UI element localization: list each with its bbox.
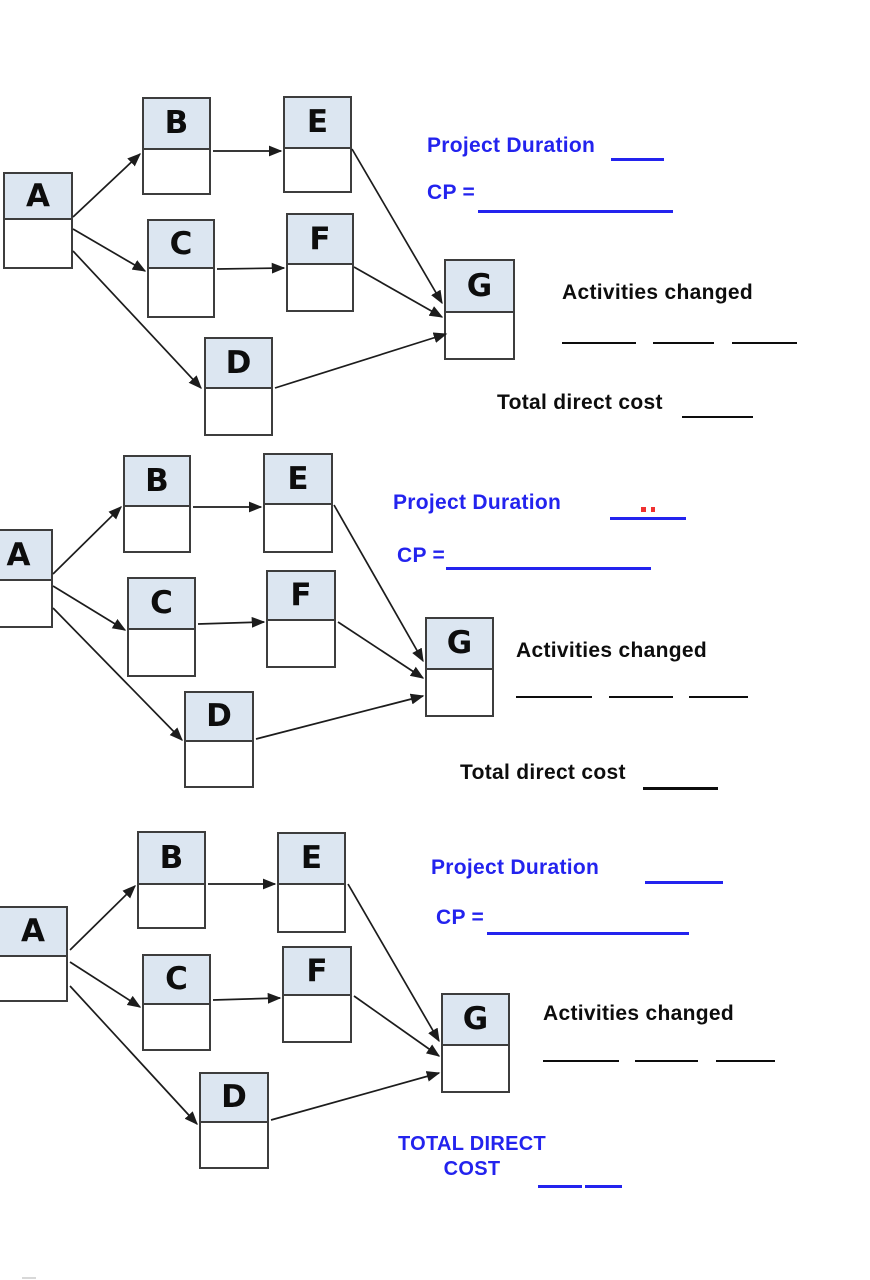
arrow-c-to-f-top-network bbox=[216, 262, 286, 274]
activities-changed-label-bottom-network: Activities changed bbox=[543, 1002, 734, 1025]
activity-node-e-middle-network: E bbox=[263, 453, 333, 553]
node-e-label-bottom-network: E bbox=[279, 834, 344, 885]
activity-node-b-bottom-network: B bbox=[137, 831, 206, 929]
node-a-label-bottom-network: A bbox=[0, 908, 66, 957]
total-direct-cost-blank-1-bottom-network bbox=[538, 1185, 582, 1188]
node-g-label-top-network: G bbox=[446, 261, 513, 313]
node-f-label-middle-network: F bbox=[268, 572, 334, 621]
node-f-label-bottom-network: F bbox=[284, 948, 350, 996]
activities-changed-label-top-network: Activities changed bbox=[562, 281, 753, 304]
activity-node-e-top-network: E bbox=[283, 96, 352, 193]
arrow-a-to-c-top-network bbox=[72, 228, 147, 272]
arrow-f-to-g-middle-network bbox=[337, 621, 425, 679]
activities-blank-2-middle-network bbox=[609, 696, 673, 698]
activity-node-f-bottom-network: F bbox=[282, 946, 352, 1043]
project-duration-label-top-network: Project Duration bbox=[427, 134, 596, 157]
activity-node-e-bottom-network: E bbox=[277, 832, 346, 933]
red-dot-1-middle-network bbox=[641, 507, 646, 512]
activities-blank-2-bottom-network bbox=[635, 1060, 698, 1062]
activity-node-a-top-network: A bbox=[3, 172, 73, 269]
project-duration-blank-middle-network bbox=[610, 517, 686, 520]
activity-node-a-bottom-network: A bbox=[0, 906, 68, 1002]
node-a-label-top-network: A bbox=[5, 174, 71, 220]
total-direct-cost-caps-line-2-bottom-network: COST bbox=[443, 1158, 501, 1180]
arrow-a-to-b-middle-network bbox=[52, 506, 122, 575]
arrow-a-to-b-top-network bbox=[72, 153, 141, 218]
cp-blank-top-network bbox=[478, 210, 673, 213]
project-duration-blank-bottom-network bbox=[645, 881, 723, 884]
arrow-e-to-g-top-network bbox=[351, 148, 443, 305]
total-direct-cost-blank-top-network bbox=[682, 416, 753, 418]
activities-blank-1-bottom-network bbox=[543, 1060, 619, 1062]
total-direct-cost-label-middle-network: Total direct cost bbox=[460, 761, 626, 784]
activity-node-g-middle-network: G bbox=[425, 617, 494, 717]
activity-node-d-middle-network: D bbox=[184, 691, 254, 788]
cp-blank-bottom-network bbox=[487, 932, 689, 935]
activity-node-f-top-network: F bbox=[286, 213, 354, 312]
node-e-label-middle-network: E bbox=[265, 455, 331, 505]
page-artifact bbox=[22, 1277, 36, 1279]
arrow-d-to-g-middle-network bbox=[255, 693, 425, 740]
activity-node-g-top-network: G bbox=[444, 259, 515, 360]
activity-node-g-bottom-network: G bbox=[441, 993, 510, 1093]
activity-node-b-middle-network: B bbox=[123, 455, 191, 553]
arrow-a-to-c-middle-network bbox=[52, 585, 127, 631]
arrow-a-to-b-bottom-network bbox=[69, 885, 136, 951]
project-duration-blank-top-network bbox=[611, 158, 664, 161]
activities-blank-2-top-network bbox=[653, 342, 714, 344]
activity-node-c-top-network: C bbox=[147, 219, 215, 318]
node-d-label-bottom-network: D bbox=[201, 1074, 267, 1123]
node-c-label-middle-network: C bbox=[129, 579, 194, 630]
arrow-e-to-g-bottom-network bbox=[347, 883, 440, 1043]
node-a-label-middle-network: A bbox=[0, 531, 51, 581]
node-d-label-top-network: D bbox=[206, 339, 271, 389]
cp-label-middle-network: CP = bbox=[397, 544, 446, 567]
arrow-d-to-g-top-network bbox=[274, 332, 448, 389]
node-c-label-top-network: C bbox=[149, 221, 213, 269]
activities-blank-3-bottom-network bbox=[716, 1060, 775, 1062]
node-g-label-bottom-network: G bbox=[443, 995, 508, 1046]
node-b-label-middle-network: B bbox=[125, 457, 189, 507]
activity-node-c-middle-network: C bbox=[127, 577, 196, 677]
project-duration-label-middle-network: Project Duration bbox=[393, 491, 562, 514]
cp-label-bottom-network: CP = bbox=[436, 906, 485, 929]
cp-blank-middle-network bbox=[446, 567, 651, 570]
arrow-f-to-g-bottom-network bbox=[353, 995, 441, 1057]
activities-blank-3-top-network bbox=[732, 342, 797, 344]
total-direct-cost-blank-middle-network bbox=[643, 787, 718, 790]
node-b-label-top-network: B bbox=[144, 99, 209, 150]
activity-node-f-middle-network: F bbox=[266, 570, 336, 668]
node-b-label-bottom-network: B bbox=[139, 833, 204, 885]
activities-changed-label-middle-network: Activities changed bbox=[516, 639, 707, 662]
node-e-label-top-network: E bbox=[285, 98, 350, 149]
red-dot-2-middle-network bbox=[651, 507, 655, 512]
arrow-f-to-g-top-network bbox=[353, 266, 444, 318]
total-direct-cost-blank-2-bottom-network bbox=[585, 1185, 622, 1188]
activity-node-a-middle-network: A bbox=[0, 529, 53, 628]
total-direct-cost-label-top-network: Total direct cost bbox=[497, 391, 663, 414]
arrow-c-to-f-bottom-network bbox=[212, 992, 282, 1004]
arrow-c-to-f-middle-network bbox=[197, 616, 266, 628]
node-f-label-top-network: F bbox=[288, 215, 352, 265]
activity-node-d-bottom-network: D bbox=[199, 1072, 269, 1169]
activities-blank-1-top-network bbox=[562, 342, 636, 344]
node-c-label-bottom-network: C bbox=[144, 956, 209, 1005]
activity-node-b-top-network: B bbox=[142, 97, 211, 195]
arrow-d-to-g-bottom-network bbox=[270, 1071, 441, 1121]
activity-node-d-top-network: D bbox=[204, 337, 273, 436]
activity-node-c-bottom-network: C bbox=[142, 954, 211, 1051]
total-direct-cost-caps-line-1-bottom-network: TOTAL DIRECT bbox=[398, 1133, 547, 1155]
activities-blank-3-middle-network bbox=[689, 696, 748, 698]
project-duration-label-bottom-network: Project Duration bbox=[431, 856, 600, 879]
arrow-e-to-g-middle-network bbox=[333, 504, 424, 663]
arrow-a-to-c-bottom-network bbox=[69, 961, 142, 1008]
node-g-label-middle-network: G bbox=[427, 619, 492, 670]
cp-label-top-network: CP = bbox=[427, 181, 476, 204]
activities-blank-1-middle-network bbox=[516, 696, 592, 698]
node-d-label-middle-network: D bbox=[186, 693, 252, 742]
